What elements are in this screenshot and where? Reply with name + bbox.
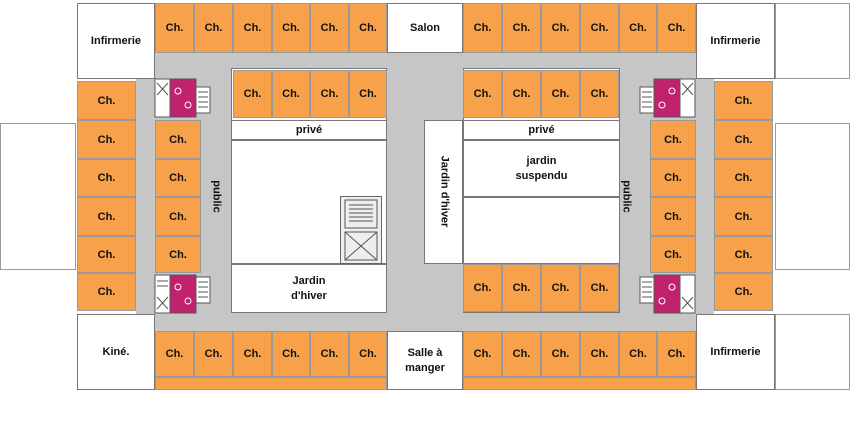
prive-right: privé: [463, 120, 620, 140]
room-left-inner-2: Ch.: [155, 159, 201, 197]
room-top-right-4: Ch.: [580, 3, 619, 53]
room-right-outer-1: Ch.: [714, 81, 773, 120]
outer-frame-bottom-right: [775, 314, 850, 390]
room-inner-bottom-1: Ch.: [463, 264, 502, 312]
outer-frame-top-right: [775, 3, 850, 79]
room-top-right-5: Ch.: [619, 3, 657, 53]
room-top-left-2: Ch.: [194, 3, 233, 53]
room-bottom-right-2: Ch.: [502, 331, 541, 377]
room-inner-bottom-2: Ch.: [502, 264, 541, 312]
infirmerie-top-left: Infirmerie: [77, 3, 155, 79]
room-top-left-5: Ch.: [310, 3, 349, 53]
room-top-right-3: Ch.: [541, 3, 580, 53]
room-right-outer-4: Ch.: [714, 197, 773, 236]
jardin-hiver-center: Jardin d'hiver: [231, 264, 387, 313]
room-top-left-6: Ch.: [349, 3, 387, 53]
room-bottom-left-6: Ch.: [349, 331, 387, 377]
room-inner-bottom-4: Ch.: [580, 264, 619, 312]
room-left-inner-3: Ch.: [155, 197, 201, 236]
room-bottom-left-5: Ch.: [310, 331, 349, 377]
room-inner-top-right-2: Ch.: [502, 70, 541, 118]
jardin-hiver-vertical-area: [424, 120, 463, 264]
sanitary-core-top-left: [153, 77, 213, 119]
sanitary-core-bottom-right: [637, 273, 697, 315]
room-inner-top-left-4: Ch.: [349, 70, 387, 118]
room-top-right-1: Ch.: [463, 3, 502, 53]
room-bottom-left-2: Ch.: [194, 331, 233, 377]
sanitary-core-bottom-left: [153, 273, 213, 315]
room-strip-bottom-right: [463, 377, 696, 390]
outer-frame-left: [0, 123, 76, 270]
stair-core-center: [340, 196, 382, 264]
room-strip-bottom-left: [155, 377, 387, 390]
corridor-center: [387, 120, 424, 264]
room-right-outer-6: Ch.: [714, 273, 773, 311]
room-top-right-2: Ch.: [502, 3, 541, 53]
jardin-hiver-vertical-label: Jardin d'hiver: [438, 155, 451, 228]
infirmerie-bottom-right: Infirmerie: [696, 314, 775, 390]
salle-a-manger: Salle à manger: [387, 331, 463, 390]
room-top-right-6: Ch.: [657, 3, 696, 53]
room-right-outer-2: Ch.: [714, 120, 773, 159]
salon: Salon: [387, 3, 463, 53]
room-bottom-left-1: Ch.: [155, 331, 194, 377]
room-inner-top-right-4: Ch.: [580, 70, 619, 118]
room-bottom-right-6: Ch.: [657, 331, 696, 377]
outer-frame-right: [775, 123, 850, 270]
jardin-suspendu-lower: [463, 197, 620, 264]
room-bottom-left-4: Ch.: [272, 331, 310, 377]
room-right-inner-4: Ch.: [650, 236, 696, 273]
room-left-outer-4: Ch.: [77, 197, 136, 236]
room-left-outer-1: Ch.: [77, 81, 136, 120]
room-inner-top-left-1: Ch.: [233, 70, 272, 118]
room-left-outer-3: Ch.: [77, 159, 136, 197]
prive-left: privé: [231, 120, 387, 140]
room-left-outer-2: Ch.: [77, 120, 136, 159]
room-right-inner-2: Ch.: [650, 159, 696, 197]
room-bottom-right-4: Ch.: [580, 331, 619, 377]
room-right-outer-3: Ch.: [714, 159, 773, 197]
room-top-left-1: Ch.: [155, 3, 194, 53]
public-label-left: public: [210, 180, 223, 213]
room-left-inner-4: Ch.: [155, 236, 201, 273]
room-bottom-right-1: Ch.: [463, 331, 502, 377]
room-top-left-3: Ch.: [233, 3, 272, 53]
room-bottom-right-5: Ch.: [619, 331, 657, 377]
room-right-inner-3: Ch.: [650, 197, 696, 236]
room-left-inner-1: Ch.: [155, 120, 201, 159]
room-inner-top-left-3: Ch.: [310, 70, 349, 118]
room-bottom-left-3: Ch.: [233, 331, 272, 377]
room-left-outer-5: Ch.: [77, 236, 136, 273]
room-top-left-4: Ch.: [272, 3, 310, 53]
room-inner-top-right-3: Ch.: [541, 70, 580, 118]
room-inner-bottom-3: Ch.: [541, 264, 580, 312]
infirmerie-top-right: Infirmerie: [696, 3, 775, 79]
sanitary-core-top-right: [637, 77, 697, 119]
public-label-right: public: [620, 180, 633, 213]
room-right-inner-1: Ch.: [650, 120, 696, 159]
room-inner-top-left-2: Ch.: [272, 70, 310, 118]
room-right-outer-5: Ch.: [714, 236, 773, 273]
jardin-suspendu: jardin suspendu: [463, 140, 620, 197]
room-left-outer-6: Ch.: [77, 273, 136, 311]
kine: Kiné.: [77, 314, 155, 390]
room-inner-top-right-1: Ch.: [463, 70, 502, 118]
room-bottom-right-3: Ch.: [541, 331, 580, 377]
